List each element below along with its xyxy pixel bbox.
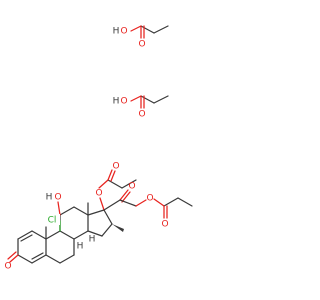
bond	[45, 230, 61, 240]
bond	[119, 189, 129, 201]
bond	[140, 25, 155, 34]
bond	[177, 197, 193, 207]
bond	[7, 251, 17, 260]
atom-o: O	[54, 193, 61, 203]
bond	[103, 209, 113, 225]
bond	[31, 230, 47, 240]
atom-o: O	[138, 110, 145, 120]
bond	[101, 223, 113, 237]
atom-h: H	[113, 97, 120, 107]
atom-h: H	[77, 242, 84, 252]
stereo-wedge	[112, 224, 124, 232]
bond	[130, 25, 142, 32]
bond	[20, 234, 33, 242]
bond	[17, 254, 33, 264]
bond	[9, 254, 19, 263]
bond	[57, 201, 61, 216]
bond	[31, 254, 47, 264]
atom-h: H	[46, 193, 53, 203]
bond	[135, 199, 147, 207]
atom-o: O	[128, 182, 135, 192]
atom-h: H	[113, 27, 120, 37]
bond	[130, 95, 142, 102]
atom-o: O	[112, 162, 119, 172]
bond	[45, 254, 61, 264]
propanoic-acid-1: O H O	[113, 25, 169, 50]
bond	[107, 179, 123, 189]
atom-h: H	[89, 235, 96, 245]
molecule-drawing: O H O O H O O	[4, 25, 193, 272]
bond	[153, 95, 169, 104]
atom-o: O	[138, 40, 145, 50]
bond	[103, 199, 121, 211]
bond	[73, 230, 89, 240]
label-background	[44, 214, 60, 225]
propanoic-acid-2: O H O	[113, 95, 169, 120]
steroid-core: O O H Cl H H	[4, 162, 193, 272]
bond	[31, 252, 44, 260]
atom-o: O	[161, 220, 168, 230]
bond	[17, 230, 33, 240]
bond	[163, 197, 179, 207]
bond	[87, 230, 103, 237]
bond	[119, 199, 137, 207]
bond	[59, 206, 75, 216]
atom-o: O	[95, 189, 102, 199]
bond	[140, 95, 155, 104]
bond	[99, 197, 105, 211]
bond	[121, 191, 131, 203]
bond	[153, 25, 169, 34]
bond	[87, 209, 105, 216]
bond	[73, 206, 89, 216]
atom-o: O	[146, 194, 153, 204]
bond	[59, 230, 75, 240]
atom-cl: Cl	[48, 216, 57, 226]
bond	[153, 198, 165, 207]
atom-o: O	[120, 27, 127, 37]
bond	[59, 254, 75, 264]
chemical-structure-canvas: O H O O H O O	[4, 25, 193, 272]
atom-o: O	[4, 262, 11, 272]
bond	[121, 179, 137, 189]
bond	[107, 169, 113, 181]
bond	[98, 179, 109, 189]
bond	[110, 170, 116, 182]
atom-o: O	[120, 97, 127, 107]
